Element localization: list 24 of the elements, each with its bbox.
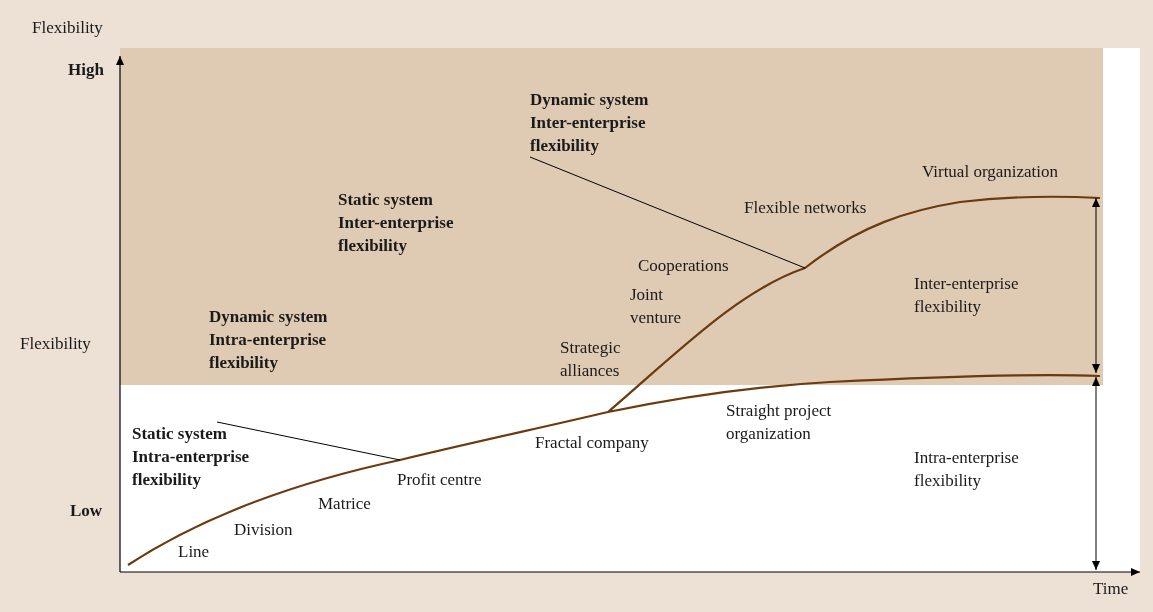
axis-tick-label: High	[68, 59, 104, 81]
stage-label: Joint venture	[630, 284, 682, 329]
system-label: Static system Intra-enterprise flexibility	[132, 422, 264, 491]
axis-title: Time	[1093, 578, 1129, 600]
leader-line	[529, 156, 806, 269]
stage-label: Strategic alliances	[560, 337, 622, 382]
stage-label: Matrice	[318, 493, 371, 515]
stage-label: Division	[234, 519, 293, 541]
region-label: Inter-enterprise flexibility	[914, 273, 1020, 318]
axis-title: Flexibility	[20, 333, 91, 355]
region-label: Intra-enterprise flexibility	[914, 447, 1020, 492]
stage-label: Cooperations	[638, 255, 729, 277]
stage-label: Virtual organization	[922, 161, 1059, 183]
axis-tick-label: Low	[70, 500, 103, 522]
axis-title: Flexibility	[32, 17, 103, 39]
stage-label: Straight project organization	[726, 400, 833, 445]
stage-label: Line	[178, 541, 210, 563]
stage-label: Flexible networks	[744, 197, 867, 219]
system-label: Dynamic system Inter-enterprise flexibility	[530, 88, 662, 157]
stage-label: Profit centre	[397, 469, 482, 491]
leader-line	[216, 421, 401, 461]
stage-label: Fractal company	[535, 432, 649, 454]
system-label: Static system Inter-enterprise flexibility	[338, 189, 455, 257]
system-label: Dynamic system Intra-enterprise flexibility	[209, 306, 329, 374]
